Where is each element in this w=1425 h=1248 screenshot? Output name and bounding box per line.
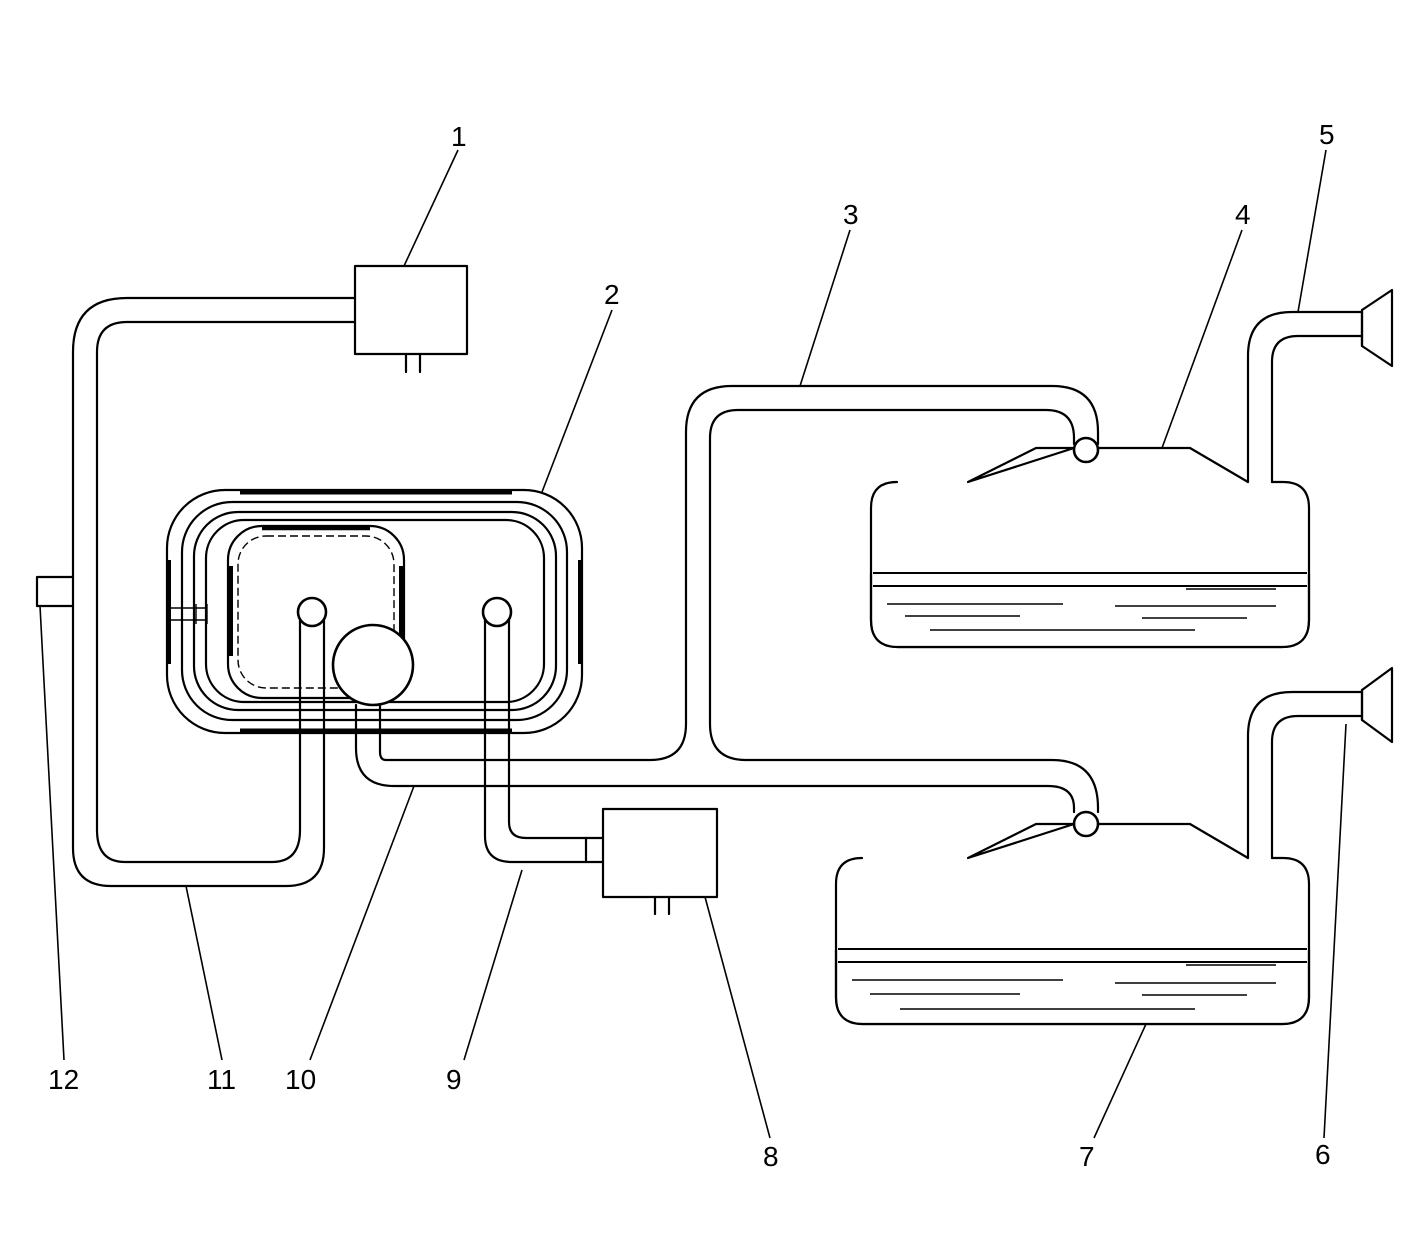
outlet-6 — [1360, 666, 1394, 744]
callout-10: 10 — [285, 1064, 316, 1095]
outlet-5 — [1360, 288, 1394, 368]
component-8-box — [584, 807, 719, 916]
callout-1: 1 — [451, 121, 467, 152]
hose-6 — [1246, 690, 1364, 860]
hose-11 — [35, 296, 357, 888]
callout-3: 3 — [843, 199, 859, 230]
component-7-tank — [834, 810, 1311, 1026]
callout-7: 7 — [1079, 1141, 1095, 1172]
callout-11: 11 — [207, 1064, 236, 1095]
hose-9 — [483, 610, 588, 864]
callout-2: 2 — [604, 279, 620, 310]
component-1-box — [353, 264, 469, 374]
callout-12: 12 — [48, 1064, 79, 1095]
hose-3 — [378, 384, 1100, 814]
callouts: 1 2 3 4 5 6 7 8 9 10 11 12 — [48, 119, 1335, 1172]
hose-5 — [1246, 310, 1364, 484]
callout-5: 5 — [1319, 119, 1335, 150]
callout-8: 8 — [763, 1141, 779, 1172]
callout-9: 9 — [446, 1064, 462, 1095]
callout-4: 4 — [1235, 199, 1251, 230]
hose-10 — [354, 703, 1076, 814]
component-2-chamber — [165, 488, 584, 735]
callout-6: 6 — [1315, 1139, 1331, 1170]
component-4-tank — [869, 436, 1311, 649]
leader-lines — [39, 149, 1347, 1139]
